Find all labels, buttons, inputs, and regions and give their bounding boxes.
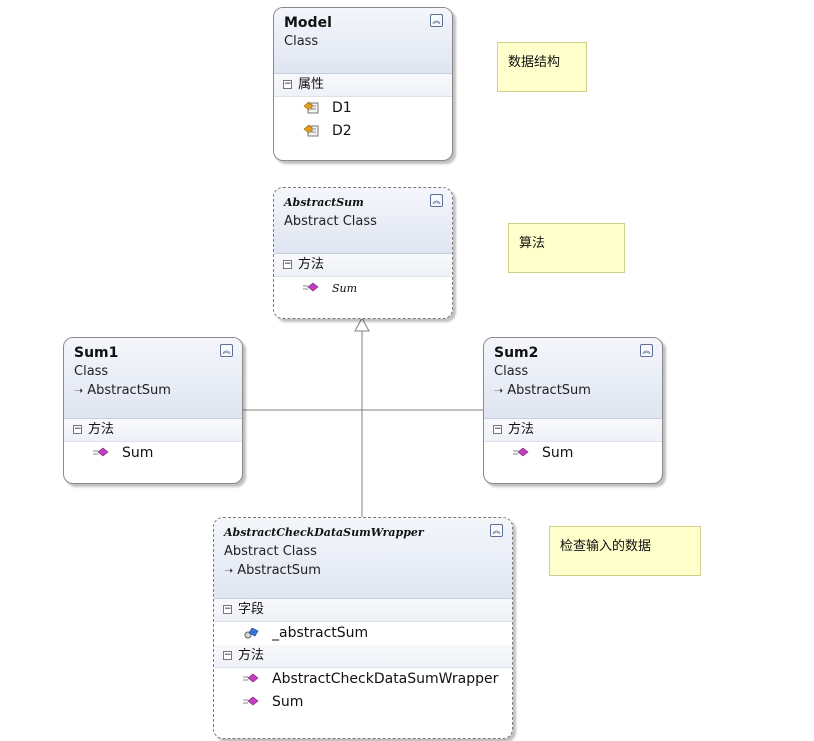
collapse-icon[interactable]: ︽ (490, 524, 503, 537)
base-class: ➝AbstractSum (74, 381, 232, 400)
section-methods[interactable]: − 方法 (484, 419, 662, 442)
class-header: Sum1 Class ➝AbstractSum ︽ (64, 338, 242, 419)
method-icon (513, 447, 529, 457)
collapse-icon[interactable]: ︽ (640, 344, 653, 357)
class-abstract-sum[interactable]: AbstractSum Abstract Class ︽ − 方法 Sum (273, 187, 453, 319)
collapse-section-icon[interactable]: − (223, 604, 232, 614)
base-class-label: AbstractSum (87, 383, 171, 398)
inheritance-arrow-icon: ➝ (74, 384, 84, 397)
member-property[interactable]: D1 (274, 97, 452, 120)
base-class: ➝AbstractSum (224, 561, 502, 580)
class-header: AbstractCheckDataSumWrapper Abstract Cla… (214, 518, 512, 599)
member-method[interactable]: Sum (484, 442, 662, 465)
method-icon (243, 673, 259, 683)
note-data-structure[interactable]: 数据结构 (497, 42, 587, 92)
section-methods[interactable]: − 方法 (274, 254, 452, 277)
collapse-icon[interactable]: ︽ (430, 14, 443, 27)
base-class-label: AbstractSum (507, 383, 591, 398)
class-model[interactable]: Model Class ︽ − 属性 D1 D2 (273, 7, 453, 161)
member-label: Sum (272, 694, 304, 710)
class-name: AbstractSum (284, 196, 364, 209)
section-label: 属性 (298, 77, 325, 92)
member-label: _abstractSum (272, 625, 369, 641)
field-icon (244, 627, 259, 639)
class-sum2[interactable]: Sum2 Class ➝AbstractSum ︽ − 方法 Sum (483, 337, 663, 484)
collapse-section-icon[interactable]: − (283, 259, 292, 269)
class-name: Sum2 (494, 345, 539, 361)
inheritance-arrow-icon: ➝ (224, 564, 234, 577)
note-algorithm[interactable]: 算法 (508, 223, 625, 273)
note-text: 算法 (519, 236, 546, 251)
class-name: Model (284, 15, 332, 31)
collapse-section-icon[interactable]: − (283, 79, 292, 89)
member-property[interactable]: D2 (274, 120, 452, 143)
class-kind: Abstract Class (284, 214, 377, 229)
note-text: 数据结构 (508, 55, 561, 70)
member-label: Sum (332, 282, 358, 295)
member-method[interactable]: Sum (64, 442, 242, 465)
class-kind: Class (284, 34, 319, 49)
class-header: AbstractSum Abstract Class ︽ (274, 188, 452, 254)
member-method[interactable]: AbstractCheckDataSumWrapper (214, 668, 512, 691)
class-kind: Class (494, 364, 529, 379)
section-methods[interactable]: − 方法 (214, 645, 512, 668)
section-label: 方法 (238, 648, 265, 663)
member-method[interactable]: Sum (274, 277, 452, 300)
section-label: 方法 (88, 422, 115, 437)
member-label: Sum (122, 445, 154, 461)
member-field[interactable]: _abstractSum (214, 622, 512, 645)
class-header: Sum2 Class ➝AbstractSum ︽ (484, 338, 662, 419)
note-text: 检查输入的数据 (560, 539, 652, 554)
class-kind: Abstract Class (224, 544, 317, 559)
section-properties[interactable]: − 属性 (274, 74, 452, 97)
method-icon (93, 447, 109, 457)
base-class-label: AbstractSum (237, 563, 321, 578)
property-icon (303, 124, 319, 137)
inheritance-arrowhead (354, 316, 370, 332)
base-class: ➝AbstractSum (494, 381, 652, 400)
member-method[interactable]: Sum (214, 691, 512, 714)
class-name: Sum1 (74, 345, 119, 361)
section-label: 方法 (298, 257, 325, 272)
class-abstract-check-data-sum-wrapper[interactable]: AbstractCheckDataSumWrapper Abstract Cla… (213, 517, 513, 739)
collapse-icon[interactable]: ︽ (220, 344, 233, 357)
member-label: D2 (332, 123, 352, 139)
class-header: Model Class ︽ (274, 8, 452, 74)
class-name: AbstractCheckDataSumWrapper (224, 526, 424, 539)
member-label: D1 (332, 100, 352, 116)
member-label: Sum (542, 445, 574, 461)
method-icon (303, 282, 319, 292)
collapse-section-icon[interactable]: − (223, 650, 232, 660)
section-label: 方法 (508, 422, 535, 437)
collapse-section-icon[interactable]: − (73, 424, 82, 434)
inheritance-arrow-icon: ➝ (494, 384, 504, 397)
method-icon (243, 696, 259, 706)
section-methods[interactable]: − 方法 (64, 419, 242, 442)
section-fields[interactable]: − 字段 (214, 599, 512, 622)
section-label: 字段 (238, 602, 265, 617)
class-kind: Class (74, 364, 109, 379)
class-sum1[interactable]: Sum1 Class ➝AbstractSum ︽ − 方法 Sum (63, 337, 243, 484)
member-label: AbstractCheckDataSumWrapper (272, 671, 499, 687)
collapse-section-icon[interactable]: − (493, 424, 502, 434)
collapse-icon[interactable]: ︽ (430, 194, 443, 207)
property-icon (303, 101, 319, 114)
note-check-input[interactable]: 检查输入的数据 (549, 526, 701, 576)
